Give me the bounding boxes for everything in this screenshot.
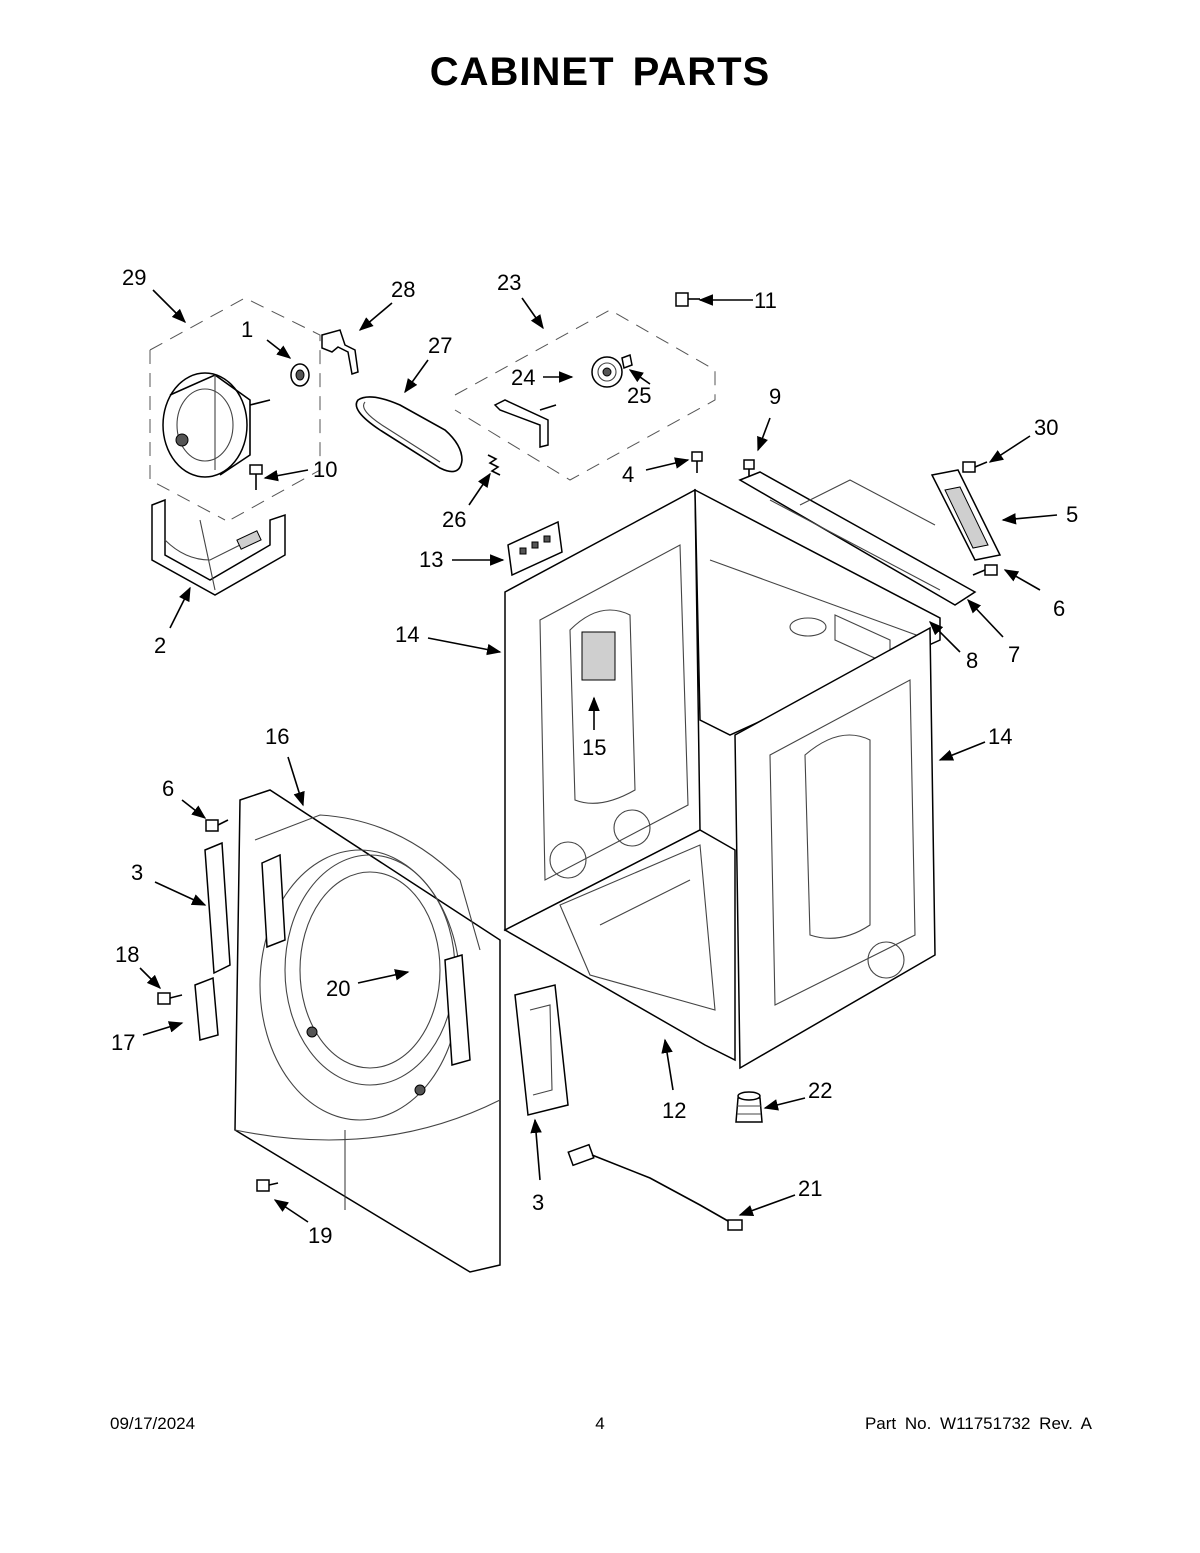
callout-19: 19	[308, 1223, 332, 1248]
callout-28: 28	[391, 277, 415, 302]
rear-support-group-outline	[454, 309, 716, 481]
callout-30: 30	[1034, 415, 1058, 440]
callout-27: 27	[428, 333, 452, 358]
callout-17: 17	[111, 1030, 135, 1055]
callout-12: 12	[662, 1098, 686, 1123]
cabinet-body	[503, 488, 941, 1070]
screw-4	[691, 451, 703, 473]
idler-bracket	[321, 329, 359, 375]
callout-10: 10	[313, 457, 337, 482]
drive-motor	[162, 372, 271, 478]
callout-1: 1	[241, 317, 253, 342]
door-hinge-lower	[514, 984, 569, 1116]
screw-11	[675, 292, 700, 307]
screw-30	[962, 461, 988, 473]
callout-15: 15	[582, 735, 606, 760]
callout-25: 25	[627, 383, 651, 408]
callout-9: 9	[769, 384, 781, 409]
callout-26: 26	[442, 507, 466, 532]
screw-6-rear	[972, 564, 998, 576]
screw-6-front	[205, 819, 229, 832]
footer-date: 09/17/2024	[110, 1414, 196, 1433]
callout-3-left: 3	[131, 860, 143, 885]
door-strike	[194, 976, 219, 1041]
callout-29: 29	[122, 265, 146, 290]
front-panel	[234, 789, 501, 1273]
callout-14-left: 14	[395, 622, 419, 647]
callout-11: 11	[754, 288, 777, 313]
callout-22: 22	[808, 1078, 832, 1103]
spring-26	[487, 454, 501, 476]
callout-20: 20	[326, 976, 350, 1001]
door-hinge-left	[204, 841, 231, 975]
callout-8: 8	[966, 648, 978, 673]
callout-labels: 29 1 28 27 23 11 24 25 9 30 10 4 26 5 13…	[111, 265, 1078, 1248]
callout-24: 24	[511, 365, 535, 390]
wire-harness	[567, 1143, 743, 1231]
screw-19	[256, 1179, 279, 1192]
callout-3-lower: 3	[532, 1190, 544, 1215]
top-rear-rail	[738, 471, 977, 606]
page-title: CABINET PARTS	[429, 50, 771, 94]
callout-7: 7	[1008, 642, 1020, 667]
terminal-block	[507, 520, 563, 577]
callout-13: 13	[419, 547, 443, 572]
motor-mount	[151, 498, 286, 596]
callout-18: 18	[115, 942, 139, 967]
rear-vent-bracket	[930, 469, 1002, 561]
rear-bracket-24	[493, 399, 557, 448]
drive-belt	[355, 396, 463, 473]
callout-5: 5	[1066, 502, 1078, 527]
idler-pulley	[290, 363, 310, 387]
footer-page-number: 4	[595, 1414, 605, 1433]
callout-6-front: 6	[162, 776, 174, 801]
callout-4: 4	[622, 462, 634, 487]
callout-16: 16	[265, 724, 289, 749]
footer-part-number: Part No. W11751732 Rev. A	[864, 1414, 1092, 1433]
motor-group-outline	[149, 297, 321, 521]
rear-drum-bearing	[591, 353, 633, 388]
callout-23: 23	[497, 270, 521, 295]
callout-14-right: 14	[988, 724, 1012, 749]
leader-arrows	[139, 289, 1058, 1223]
callout-6-rear: 6	[1053, 596, 1065, 621]
leveling-foot	[735, 1091, 763, 1123]
screw-10	[249, 464, 263, 490]
callout-2: 2	[154, 633, 166, 658]
screw-18	[157, 992, 183, 1005]
callout-21: 21	[798, 1176, 822, 1201]
